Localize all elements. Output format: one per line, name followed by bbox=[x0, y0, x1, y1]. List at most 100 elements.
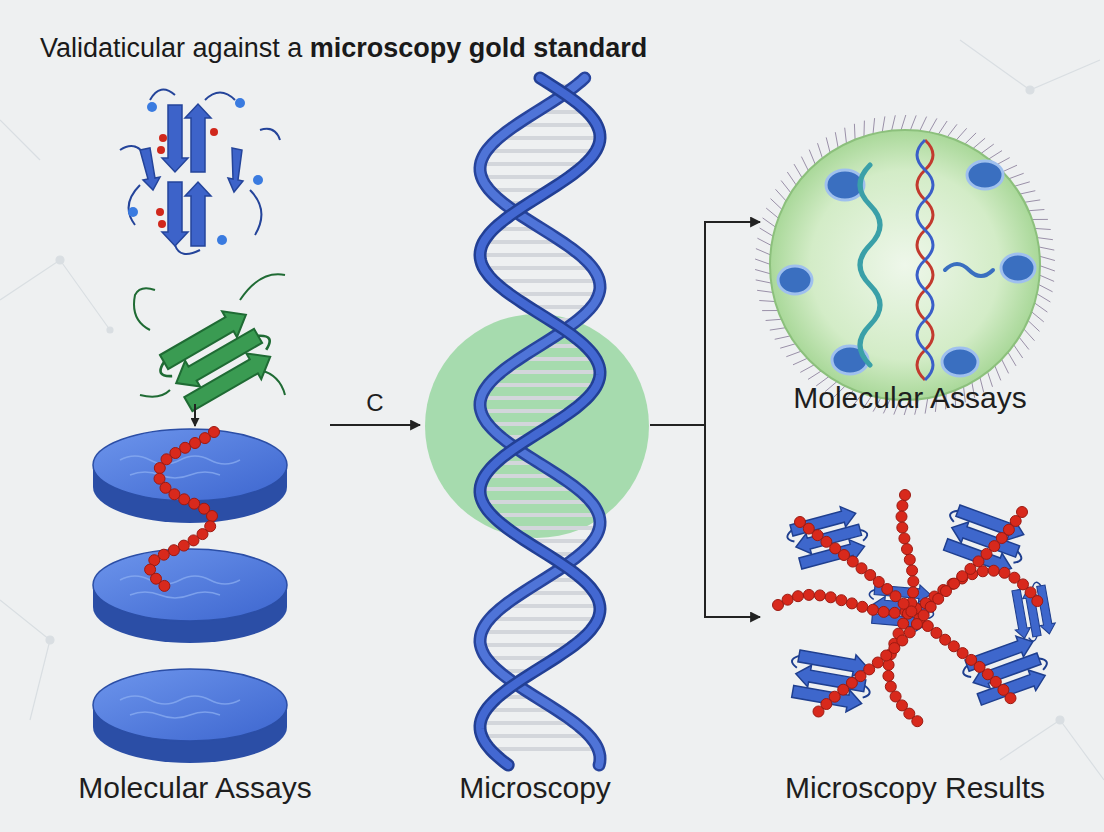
bead bbox=[154, 463, 165, 474]
title-word: a bbox=[287, 33, 302, 63]
bead-chain bbox=[145, 427, 220, 592]
cell-illustration bbox=[942, 348, 978, 376]
protein-illustration bbox=[158, 220, 166, 228]
bead bbox=[897, 522, 908, 533]
bead bbox=[782, 594, 793, 605]
edge-label: C bbox=[363, 389, 386, 417]
cell-illustration bbox=[770, 130, 1040, 400]
connector-arrow bbox=[330, 424, 420, 426]
bead bbox=[1032, 596, 1043, 607]
disk-stack bbox=[150, 432, 214, 590]
protein-cluster bbox=[818, 512, 1022, 712]
protein-illustration bbox=[210, 128, 218, 136]
connector-arrow bbox=[650, 425, 760, 617]
protein-cluster bbox=[785, 644, 876, 715]
title-word: gold bbox=[469, 33, 526, 63]
cell-hairs bbox=[755, 115, 1055, 415]
cell-illustration bbox=[860, 165, 880, 365]
green-protein bbox=[134, 274, 285, 421]
green-protein bbox=[150, 298, 285, 421]
bead bbox=[814, 590, 825, 601]
protein-illustration bbox=[185, 104, 211, 172]
bead bbox=[189, 498, 200, 509]
cell-illustration bbox=[778, 266, 812, 294]
disk-stack bbox=[120, 696, 240, 718]
protein-cluster bbox=[1008, 580, 1058, 644]
bead bbox=[793, 591, 804, 602]
diagram-title: Validaticular against a microscopy gold … bbox=[40, 33, 647, 64]
cell-illustration bbox=[917, 140, 933, 380]
background-network bbox=[1026, 86, 1034, 94]
bead bbox=[836, 595, 847, 606]
bead bbox=[912, 716, 923, 727]
bead bbox=[179, 494, 190, 505]
bead bbox=[897, 500, 908, 511]
protein-cluster bbox=[958, 629, 1055, 712]
protein-illustration bbox=[217, 235, 227, 245]
title-word: Validaticular bbox=[40, 33, 185, 63]
protein-illustration bbox=[128, 207, 138, 217]
disk-stack bbox=[93, 429, 287, 501]
background-network bbox=[0, 40, 1104, 780]
bead bbox=[878, 606, 889, 617]
bead bbox=[907, 565, 918, 576]
protein-illustration bbox=[120, 90, 280, 254]
dna-strand bbox=[480, 78, 600, 765]
disk-stack bbox=[93, 669, 287, 741]
illustration-panel: Microscopy Results bbox=[760, 480, 1070, 810]
cell-illustration bbox=[917, 140, 933, 380]
protein-cluster bbox=[800, 522, 1012, 700]
bead bbox=[803, 589, 814, 600]
down-arrow bbox=[194, 404, 196, 426]
dna-strand bbox=[480, 78, 600, 765]
bead bbox=[178, 540, 189, 551]
bead bbox=[899, 533, 910, 544]
dna-rungs bbox=[480, 86, 600, 749]
protein-illustration bbox=[120, 90, 280, 254]
cell-illustration bbox=[1001, 254, 1035, 282]
bead bbox=[207, 511, 218, 522]
protein-illustration bbox=[140, 148, 160, 190]
protein-illustration bbox=[228, 148, 243, 192]
bead bbox=[988, 565, 999, 576]
protein-illustration bbox=[156, 208, 164, 216]
bead bbox=[908, 576, 919, 587]
protein-cluster bbox=[783, 502, 873, 575]
bead bbox=[977, 566, 988, 577]
background-network bbox=[107, 327, 113, 333]
protein-illustration bbox=[185, 182, 211, 246]
panel-caption: Molecular Assays bbox=[793, 380, 1026, 416]
bead bbox=[180, 442, 191, 453]
panel-caption: Microscopy Results bbox=[785, 770, 1045, 806]
protein-illustration bbox=[147, 102, 157, 112]
bead bbox=[908, 587, 919, 598]
cell-illustration bbox=[945, 264, 993, 276]
background-network bbox=[56, 256, 64, 264]
connector-arrow bbox=[650, 222, 760, 425]
bead bbox=[896, 511, 907, 522]
protein-cluster bbox=[773, 490, 1058, 729]
bead bbox=[1005, 693, 1016, 704]
bead bbox=[169, 489, 180, 500]
illustration-panel: Molecular Assays bbox=[60, 90, 330, 810]
bead bbox=[900, 490, 911, 501]
bead bbox=[902, 544, 913, 555]
bead bbox=[889, 607, 900, 618]
background-network bbox=[1056, 716, 1064, 724]
bead bbox=[159, 580, 170, 591]
protein-illustration bbox=[253, 175, 263, 185]
dna-helix bbox=[480, 78, 600, 765]
disk-stack bbox=[93, 427, 287, 764]
disk-stack bbox=[120, 456, 240, 478]
bead bbox=[999, 567, 1010, 578]
title-word: standard bbox=[533, 33, 647, 63]
protein-cluster bbox=[936, 498, 1033, 581]
bead bbox=[199, 433, 210, 444]
illustration-panel: Microscopy bbox=[420, 60, 650, 810]
protein-illustration bbox=[159, 134, 167, 142]
bead bbox=[867, 604, 878, 615]
bead bbox=[825, 592, 836, 603]
panel-caption: Molecular Assays bbox=[78, 770, 311, 806]
